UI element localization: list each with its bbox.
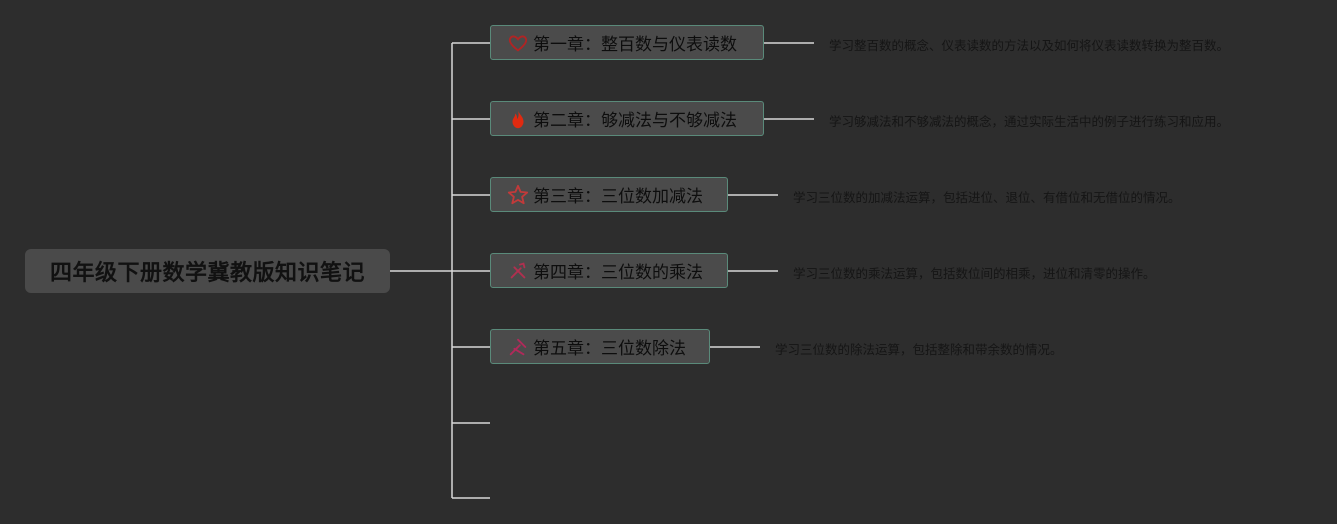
- pencil-ruler-icon: [507, 336, 529, 358]
- root-title: 四年级下册数学冀教版知识笔记: [49, 261, 365, 286]
- flame-icon: [507, 108, 529, 130]
- star-icon: [507, 184, 529, 206]
- chapter-node-1[interactable]: 第一章：整百数与仪表读数: [490, 25, 764, 60]
- root-node[interactable]: 四年级下册数学冀教版知识笔记: [25, 249, 390, 293]
- heart-icon: [507, 32, 529, 54]
- chapter-title: 第二章：够减法与不够减法: [533, 111, 737, 131]
- chapter-node-4[interactable]: 第四章：三位数的乘法: [490, 253, 728, 288]
- chapter-node-5[interactable]: 第五章：三位数除法: [490, 329, 710, 364]
- chapter-title: 第五章：三位数除法: [533, 339, 686, 359]
- chapter-node-2[interactable]: 第二章：够减法与不够减法: [490, 101, 764, 136]
- chapter-description-1: 学习整百数的概念、仪表读数的方法以及如何将仪表读数转换为整百数。: [829, 38, 1230, 53]
- chapter-title: 第一章：整百数与仪表读数: [533, 35, 737, 55]
- tools-icon: [507, 260, 529, 282]
- chapter-description-2: 学习够减法和不够减法的概念，通过实际生活中的例子进行练习和应用。: [829, 114, 1230, 129]
- chapter-description-3: 学习三位数的加减法运算，包括进位、退位、有借位和无借位的情况。: [793, 190, 1181, 205]
- chapter-title: 第三章：三位数加减法: [533, 187, 703, 207]
- chapter-title: 第四章：三位数的乘法: [533, 263, 703, 283]
- chapter-description-5: 学习三位数的除法运算，包括整除和带余数的情况。: [775, 342, 1063, 357]
- chapter-description-4: 学习三位数的乘法运算，包括数位间的相乘，进位和清零的操作。: [793, 266, 1156, 281]
- chapter-node-3[interactable]: 第三章：三位数加减法: [490, 177, 728, 212]
